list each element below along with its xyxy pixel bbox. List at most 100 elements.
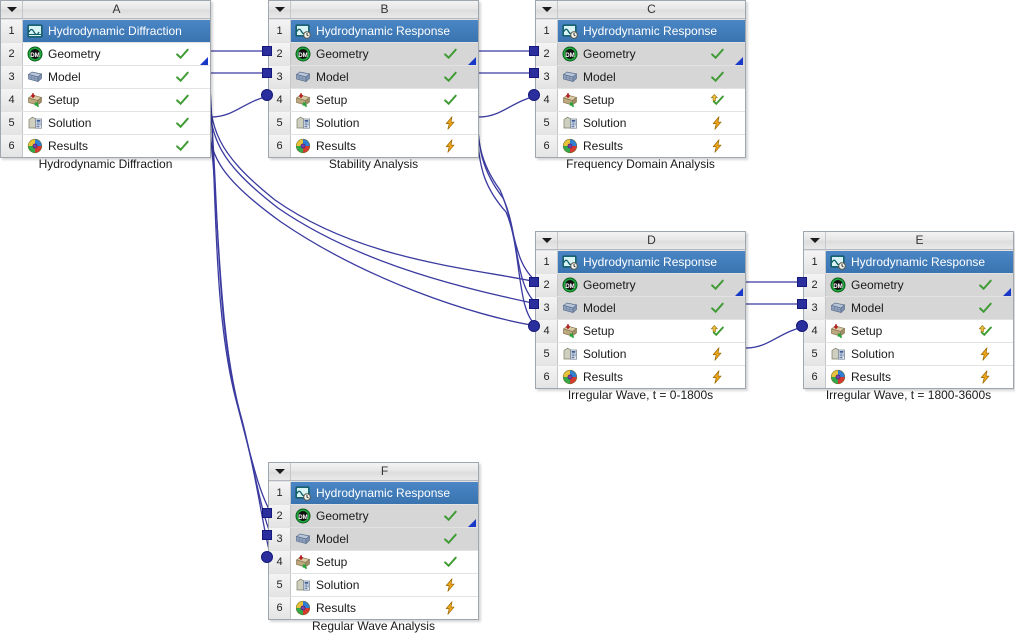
port-e-geometry[interactable] bbox=[797, 277, 807, 287]
port-c-model[interactable] bbox=[529, 68, 539, 78]
cell-content[interactable]: Model bbox=[23, 66, 210, 88]
cell-content[interactable]: Hydrodynamic Diffraction bbox=[23, 20, 210, 42]
port-d-model[interactable] bbox=[529, 299, 539, 309]
cell-content[interactable]: Model bbox=[826, 297, 1013, 319]
cell-content[interactable]: Setup bbox=[291, 89, 478, 111]
port-d-geometry[interactable] bbox=[529, 277, 539, 287]
cell-content[interactable]: Hydrodynamic Response bbox=[558, 251, 745, 273]
cell-content[interactable]: Model bbox=[291, 66, 478, 88]
cell-content[interactable]: Solution bbox=[23, 112, 210, 134]
cell-content[interactable]: Setup bbox=[558, 320, 745, 342]
cell-content[interactable]: Model bbox=[291, 528, 478, 550]
cell-content[interactable]: Results bbox=[826, 366, 1013, 388]
cell-content[interactable]: Setup bbox=[291, 551, 478, 573]
system-header-f[interactable]: F bbox=[269, 463, 478, 481]
port-c-geometry[interactable] bbox=[529, 46, 539, 56]
collapse-caret-icon[interactable] bbox=[536, 232, 558, 249]
system-header-b[interactable]: B bbox=[269, 1, 478, 19]
cell-content[interactable]: Results bbox=[558, 135, 745, 157]
port-f-setup[interactable] bbox=[261, 551, 273, 563]
cell-content[interactable]: Results bbox=[558, 366, 745, 388]
port-f-model[interactable] bbox=[262, 530, 272, 540]
cell-content[interactable]: Model bbox=[558, 66, 745, 88]
cell-content[interactable]: Solution bbox=[558, 112, 745, 134]
cell-content[interactable]: Hydrodynamic Response bbox=[826, 251, 1013, 273]
system-header-a[interactable]: A bbox=[1, 1, 210, 19]
collapse-caret-icon[interactable] bbox=[269, 1, 291, 18]
cell-content[interactable]: Hydrodynamic Response bbox=[558, 20, 745, 42]
cell-content[interactable]: Hydrodynamic Response bbox=[291, 20, 478, 42]
cell-content[interactable]: Solution bbox=[291, 112, 478, 134]
collapse-caret-icon[interactable] bbox=[269, 463, 291, 480]
port-e-setup[interactable] bbox=[796, 320, 808, 332]
cell-content[interactable]: Solution bbox=[558, 343, 745, 365]
cell-content[interactable]: Setup bbox=[23, 89, 210, 111]
cell-content[interactable]: Results bbox=[291, 135, 478, 157]
cell-content[interactable]: Results bbox=[23, 135, 210, 157]
system-header-d[interactable]: D bbox=[536, 232, 745, 250]
port-b-setup[interactable] bbox=[261, 89, 273, 101]
port-c-setup[interactable] bbox=[528, 89, 540, 101]
port-f-geometry[interactable] bbox=[262, 508, 272, 518]
system-header-e[interactable]: E bbox=[804, 232, 1013, 250]
port-b-geometry[interactable] bbox=[262, 46, 272, 56]
port-d-setup[interactable] bbox=[528, 320, 540, 332]
collapse-caret-icon[interactable] bbox=[536, 1, 558, 18]
cell-content[interactable]: Hydrodynamic Response bbox=[291, 482, 478, 504]
cell-content[interactable]: Solution bbox=[291, 574, 478, 596]
cell-content[interactable]: Setup bbox=[826, 320, 1013, 342]
cell-content[interactable]: Setup bbox=[558, 89, 745, 111]
port-e-model[interactable] bbox=[797, 299, 807, 309]
collapse-caret-icon[interactable] bbox=[1, 1, 23, 18]
